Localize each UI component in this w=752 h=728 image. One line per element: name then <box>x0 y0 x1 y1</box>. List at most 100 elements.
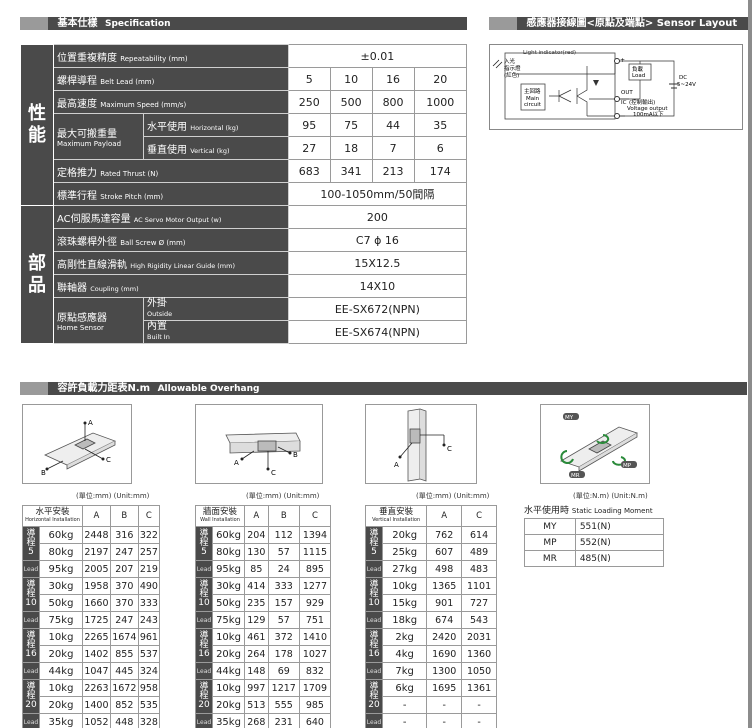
overhang-value-cell: 1277 <box>298 577 332 595</box>
overhang-value-cell: 607 <box>426 543 463 561</box>
moment-name-cell: MP <box>524 534 576 551</box>
spec-section-header: 基本仕樣 Specification <box>20 17 467 30</box>
lead-word: Lead <box>22 713 40 728</box>
overhang-value-cell: 1709 <box>298 679 332 697</box>
fig-label-my: MY <box>565 415 574 421</box>
lamp-zh-1: 入光 <box>504 57 516 65</box>
thrust-value: 683 <box>287 159 331 183</box>
overhang-value-cell: 490 <box>137 577 161 595</box>
overhang-value-cell: 24 <box>267 560 300 578</box>
load-cell: 2kg <box>381 628 428 646</box>
load-cell: 10kg <box>212 628 245 646</box>
lead-word: Lead <box>22 662 40 680</box>
load-zh: 負載 <box>632 65 644 73</box>
moment-name-cell: MY <box>524 518 576 535</box>
overhang-value-cell: 57 <box>267 611 300 629</box>
overhang-value-cell: 537 <box>137 645 161 663</box>
overhang-value-cell: - <box>426 696 463 714</box>
spec-header-zh: 基本仕樣 <box>57 18 98 29</box>
load-cell: 80kg <box>212 543 245 561</box>
load-cell: 35kg <box>212 713 245 728</box>
overhang-value-cell: 1725 <box>81 611 111 629</box>
overhang-value-cell: 219 <box>137 560 161 578</box>
overhang-value-cell: 1217 <box>267 679 300 697</box>
overhang-value-cell: 235 <box>244 594 269 612</box>
overhang-value-cell: - <box>426 713 463 728</box>
lead-word: Lead <box>195 560 213 578</box>
fig-label-a: A <box>88 419 93 427</box>
control-output-zh: (控制輸出) <box>629 98 655 106</box>
page-edge-bar <box>748 0 752 728</box>
overhang-value-cell: 2265 <box>81 628 111 646</box>
lamp-zh-3: (紅色) <box>504 71 519 79</box>
load-cell: 20kg <box>381 526 428 544</box>
overhang-value-cell: 231 <box>267 713 300 728</box>
overhang-value-cell: 1101 <box>461 577 497 595</box>
overhang-value-cell: - <box>461 713 497 728</box>
load-cell: 75kg <box>39 611 83 629</box>
thrust-label: 定格推力 Rated Thrust (N) <box>53 159 289 183</box>
overhang-value-cell: 895 <box>298 560 332 578</box>
overhang-value-cell: 148 <box>244 662 269 680</box>
speed-value: 500 <box>329 90 373 114</box>
overhang-value-cell: 243 <box>137 611 161 629</box>
sensor-section-header: 感應器接線圖<原點及端點> Sensor Layout <box>489 17 748 30</box>
overhang-value-cell: 985 <box>298 696 332 714</box>
cat-parts-label: 部 品 <box>28 252 46 296</box>
overhang-value-cell: 1047 <box>81 662 111 680</box>
horizontal-figure: A C B <box>22 404 132 484</box>
overhang-value-cell: 2263 <box>81 679 111 697</box>
load-cell: 6kg <box>381 679 428 697</box>
overhang-value-cell: 1115 <box>298 543 332 561</box>
voltage-output-en: Voltage output <box>627 106 668 112</box>
load-cell: 44kg <box>212 662 245 680</box>
unit-label-vertical: (單位:mm) (Unit:mm) <box>416 492 490 500</box>
overhang-value-cell: 555 <box>267 696 300 714</box>
overhang-value-cell: 1958 <box>81 577 111 595</box>
column-header: C <box>298 505 332 527</box>
repeatability-label: 位置重複精度 Repeatability (mm) <box>53 44 289 68</box>
payload-horizontal-label: 水平使用 Horizontal (kg) <box>143 113 289 137</box>
load-cell: - <box>381 713 428 728</box>
overhang-value-cell: 2448 <box>81 526 111 544</box>
overhang-value-cell: 1672 <box>109 679 139 697</box>
moment-value-cell: 551(N) <box>574 518 665 535</box>
overhang-value-cell: 855 <box>109 645 139 663</box>
external-wires <box>619 60 675 117</box>
overhang-value-cell: 264 <box>244 645 269 663</box>
overhang-value-cell: - <box>461 696 497 714</box>
column-header: C <box>461 505 497 527</box>
overhang-value-cell: 852 <box>109 696 139 714</box>
lead-word: Lead <box>22 611 40 629</box>
load-cell: 30kg <box>39 577 83 595</box>
payload-vertical-value: 18 <box>329 136 373 160</box>
load-cell: 20kg <box>39 696 83 714</box>
overhang-value-cell: 129 <box>244 611 269 629</box>
main-circuit-zh: 主回路 <box>524 87 541 95</box>
load-cell: 75kg <box>212 611 245 629</box>
static-moment-figure: MY MP MR <box>540 404 650 484</box>
overhang-value-cell: 1360 <box>461 645 497 663</box>
